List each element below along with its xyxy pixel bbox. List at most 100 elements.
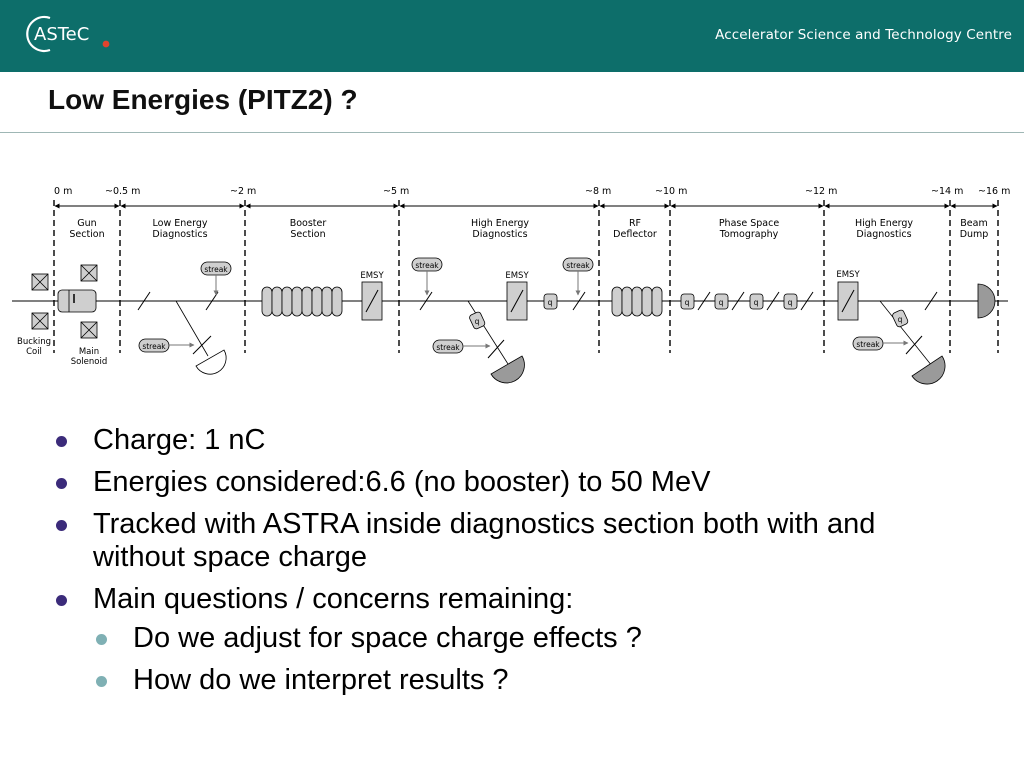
title-divider <box>0 132 1024 133</box>
bullet-marker <box>56 436 67 447</box>
bullet-text: Tracked with ASTRA inside diagnostics se… <box>93 508 876 573</box>
section-label: Gun <box>77 218 96 229</box>
section-label: RF <box>629 218 641 229</box>
bullet-item: Charge: 1 nC <box>56 424 973 457</box>
bullet-text: Charge: 1 nC <box>93 424 266 456</box>
streak-label: streak <box>142 342 166 351</box>
screen-marker <box>572 291 586 311</box>
gun-cavity-icon <box>57 289 97 313</box>
streak-camera-icon: streak <box>562 257 594 296</box>
streak-label: streak <box>856 340 880 349</box>
beam-dump-icon <box>911 355 946 385</box>
position-label: ~12 m <box>805 186 837 197</box>
section-label: Tomography <box>719 229 779 240</box>
section-label: Diagnostics <box>856 229 911 240</box>
screen-marker <box>192 335 212 355</box>
quadrupole-icon: q <box>543 293 558 310</box>
screen-marker <box>800 291 814 311</box>
quad-label: q <box>754 298 759 307</box>
bullet-text: Energies considered:6.6 (no booster) to … <box>93 466 711 498</box>
section-label: Section <box>69 229 104 240</box>
quad-label: q <box>548 298 553 307</box>
position-label: ~2 m <box>230 186 256 197</box>
bucking-coil-label: Bucking <box>17 337 51 347</box>
bullet-text: Do we adjust for space charge effects ? <box>133 622 642 654</box>
bullet-text: Main questions / concerns remaining: <box>93 583 574 615</box>
screen-marker <box>731 291 745 311</box>
streak-camera-icon: streak <box>411 257 443 296</box>
streak-camera-icon: streak <box>432 339 491 354</box>
streak-label: streak <box>566 261 590 270</box>
main-solenoid-icon <box>80 264 98 339</box>
streak-label: streak <box>415 261 439 270</box>
main-solenoid-label: Solenoid <box>71 357 108 367</box>
emsy-icon: EMSY <box>505 271 529 321</box>
beam-dump-icon <box>490 355 525 384</box>
section-label: Low Energy <box>153 218 208 229</box>
emsy-icon: EMSY <box>836 270 860 321</box>
beam-dump-icon <box>977 283 996 319</box>
section-label: Diagnostics <box>152 229 207 240</box>
header-bar: ASTeC Accelerator Science and Technology… <box>0 0 1024 72</box>
emsy-label: EMSY <box>836 270 860 280</box>
screen-marker <box>905 335 923 355</box>
bucking-coil-icon <box>31 273 49 330</box>
position-label: ~10 m <box>655 186 687 197</box>
screen-marker <box>766 291 780 311</box>
screen-marker <box>137 291 151 311</box>
bullet-marker <box>56 595 67 606</box>
streak-label: streak <box>204 265 228 274</box>
emsy-label: EMSY <box>360 271 384 281</box>
quad-label: q <box>685 298 690 307</box>
dipole-deflection <box>879 300 933 367</box>
main-solenoid-label: Main <box>79 347 99 357</box>
dipole-deflection <box>175 300 209 357</box>
sub-bullet-item: How do we interpret results ? <box>96 664 509 697</box>
streak-camera-icon: streak <box>138 338 195 353</box>
screen-marker <box>924 291 938 311</box>
position-label: ~14 m <box>931 186 963 197</box>
quad-label: q <box>788 298 793 307</box>
quadrupole-icon: q <box>892 309 909 328</box>
sub-bullet-item: Do we adjust for space charge effects ? <box>96 622 642 655</box>
quadrupole-icon: q <box>714 293 729 310</box>
section-label: Phase Space <box>719 218 779 229</box>
booster-cavity-icon <box>261 286 343 317</box>
position-label: ~8 m <box>585 186 611 197</box>
bullet-item: Main questions / concerns remaining: <box>56 583 973 616</box>
bullet-item: Energies considered:6.6 (no booster) to … <box>56 466 973 499</box>
quad-label: q <box>475 317 480 326</box>
bullet-marker <box>56 478 67 489</box>
quad-label: q <box>719 298 724 307</box>
emsy-icon: EMSY <box>360 271 384 321</box>
rf-deflector-icon <box>611 286 663 317</box>
emsy-label: EMSY <box>505 271 529 281</box>
astec-logo: ASTeC <box>26 15 110 53</box>
quadrupole-icon: q <box>469 311 486 330</box>
section-label: Dump <box>960 229 989 240</box>
bullet-text: How do we interpret results ? <box>133 664 509 696</box>
section-label: Section <box>290 229 325 240</box>
bullet-item: Tracked with ASTRA inside diagnostics se… <box>56 508 973 574</box>
bullet-marker <box>56 520 67 531</box>
screen-marker <box>419 291 433 311</box>
streak-label: streak <box>436 343 460 352</box>
position-label: ~5 m <box>383 186 409 197</box>
position-label: ~16 m <box>978 186 1010 197</box>
beamline-diagram: 0 m ~0.5 m ~2 m ~5 m ~8 m ~10 m ~12 m ~1… <box>12 186 1010 385</box>
section-label: High Energy <box>855 218 913 229</box>
section-label: High Energy <box>471 218 529 229</box>
streak-camera-icon: streak <box>200 261 232 296</box>
quadrupole-icon: q <box>680 293 695 310</box>
position-label: ~0.5 m <box>105 186 140 197</box>
bucking-coil-label: Coil <box>26 347 42 357</box>
beam-dump-icon <box>195 349 227 375</box>
dipole-deflection <box>467 300 509 365</box>
screen-marker <box>487 339 505 359</box>
sub-bullet-marker <box>96 676 107 687</box>
logo-text: ASTeC <box>34 24 89 45</box>
section-label: Booster <box>290 218 327 229</box>
organisation-name: Accelerator Science and Technology Centr… <box>715 27 1012 43</box>
quad-label: q <box>898 315 903 324</box>
quadrupole-icon: q <box>749 293 764 310</box>
